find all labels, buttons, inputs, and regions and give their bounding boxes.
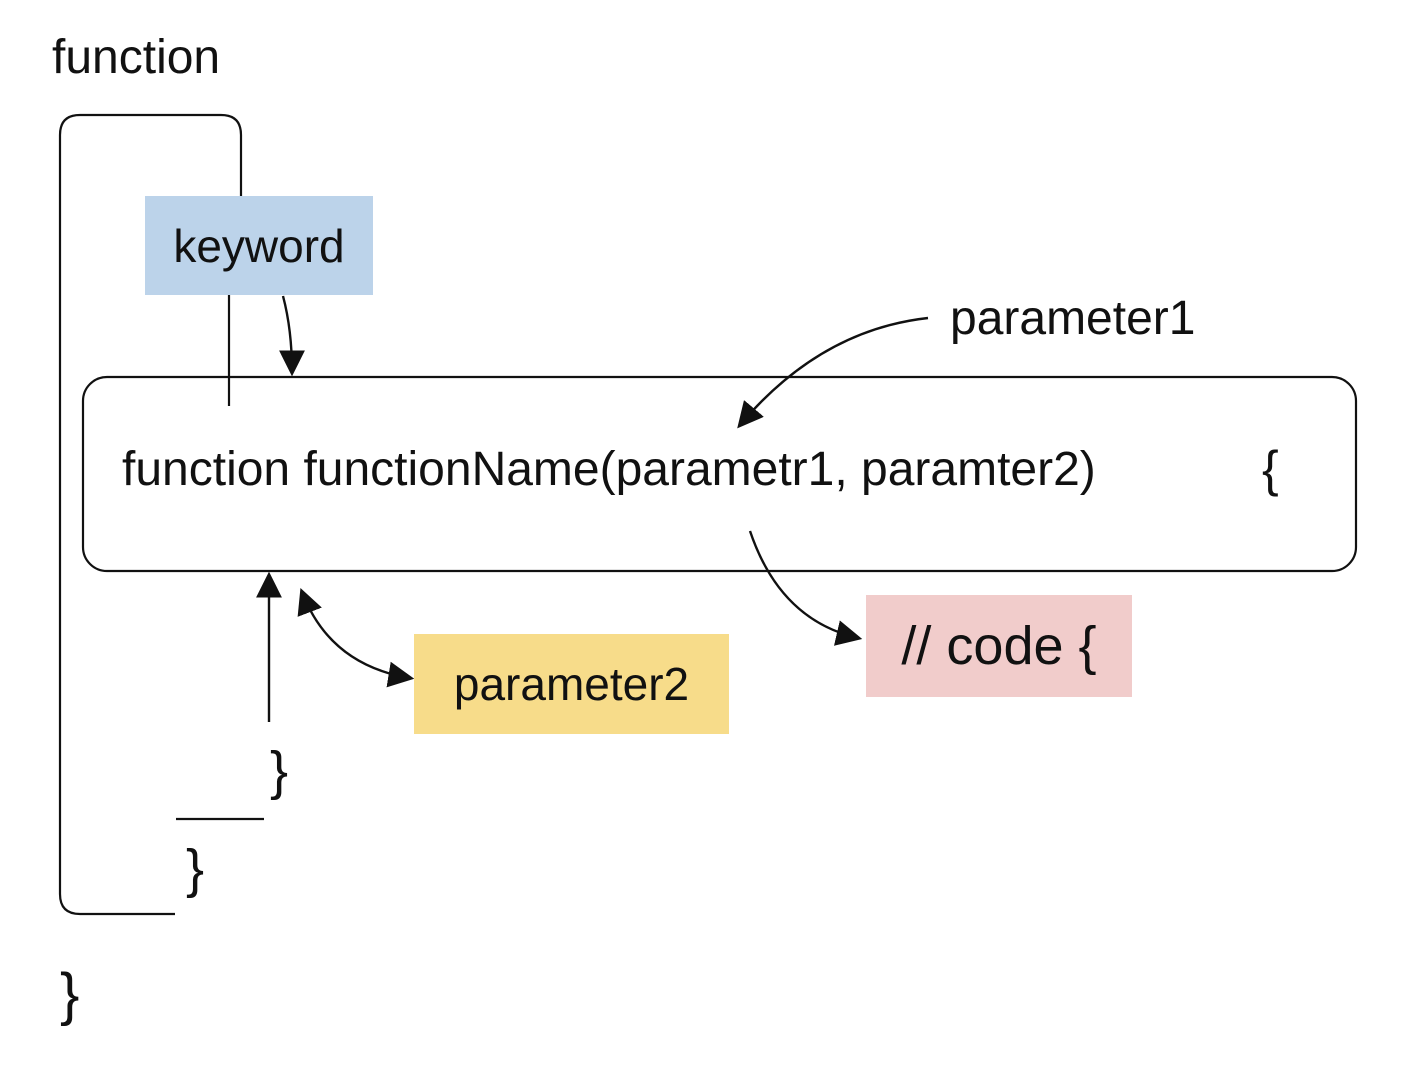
closing-brace-outer: }	[60, 962, 80, 1027]
diagram-heading: function	[52, 31, 221, 84]
code-label: // code {	[901, 616, 1097, 676]
signature-box	[81, 375, 1358, 573]
parameter1-arrow	[737, 316, 929, 429]
function-signature: function functionName(parametr1, paramte…	[122, 443, 1096, 496]
keyword-label-box: keyword	[145, 196, 373, 295]
keyword-label: keyword	[173, 219, 345, 272]
parameter2-label-box: parameter2	[414, 634, 729, 734]
keyword-arrow	[278, 295, 305, 377]
parameter2-arrow	[297, 587, 415, 688]
outer-bracket-line	[58, 113, 243, 916]
closing-brace-inner: }	[270, 741, 289, 801]
code-arrow	[748, 530, 863, 646]
open-brace: {	[1262, 441, 1279, 497]
parameter2-label: parameter2	[453, 658, 690, 710]
parameter1-label: parameter1	[950, 292, 1196, 345]
code-label-box: // code {	[866, 595, 1132, 697]
closing-brace-middle: }	[186, 839, 205, 899]
